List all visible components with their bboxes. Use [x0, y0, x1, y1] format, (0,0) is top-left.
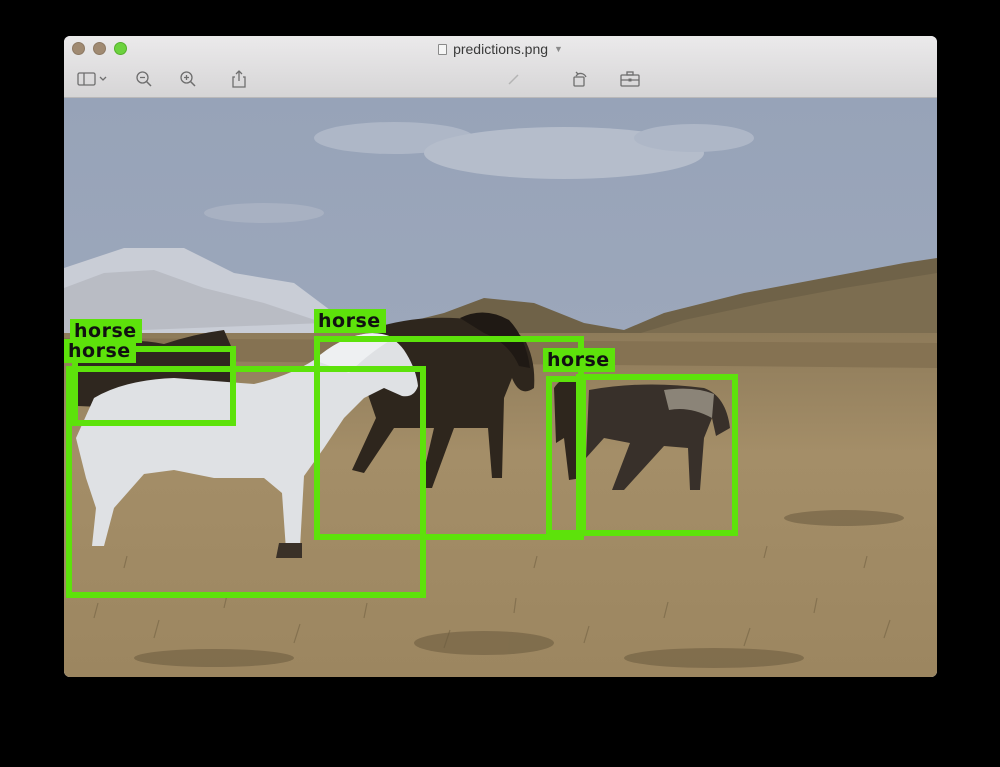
- minimize-window-button[interactable]: [93, 42, 106, 55]
- sidebar-toggle-button[interactable]: [76, 68, 110, 90]
- detection-box: [72, 346, 236, 426]
- share-button[interactable]: [230, 68, 248, 90]
- detection-box: [546, 376, 586, 536]
- detection-label: horse: [543, 348, 615, 372]
- traffic-lights: [72, 42, 127, 55]
- toolbox-icon: [620, 71, 640, 87]
- rotate-button[interactable]: [570, 68, 590, 90]
- sidebar-icon: [77, 72, 107, 86]
- preview-window: predictions.png ▼: [64, 36, 937, 677]
- horse-white: [76, 333, 418, 558]
- window-title[interactable]: predictions.png ▼: [64, 40, 937, 58]
- zoom-out-icon: [136, 71, 152, 87]
- toolbox-button[interactable]: [618, 68, 642, 90]
- window-title-text: predictions.png: [453, 41, 549, 57]
- toolbar: [64, 64, 937, 94]
- document-icon: [438, 43, 448, 55]
- predictions-image: [64, 98, 937, 677]
- zoom-out-button[interactable]: [134, 68, 154, 90]
- chevron-down-icon: ▼: [554, 44, 563, 54]
- pen-icon: [508, 74, 519, 85]
- zoom-in-button[interactable]: [178, 68, 198, 90]
- detection-box: [576, 374, 738, 536]
- share-icon: [232, 70, 246, 88]
- horse-dark-right: [554, 377, 730, 490]
- detection-label: horse: [314, 309, 386, 333]
- markup-button[interactable]: [504, 68, 524, 90]
- detection-label: horse: [64, 339, 136, 363]
- image-viewport[interactable]: horse horse horse horse: [64, 98, 937, 677]
- detection-box: [66, 366, 426, 598]
- close-window-button[interactable]: [72, 42, 85, 55]
- title-bar[interactable]: predictions.png ▼: [64, 36, 937, 98]
- zoom-in-icon: [180, 71, 196, 87]
- rotate-icon: [573, 71, 587, 87]
- zoom-window-button[interactable]: [114, 42, 127, 55]
